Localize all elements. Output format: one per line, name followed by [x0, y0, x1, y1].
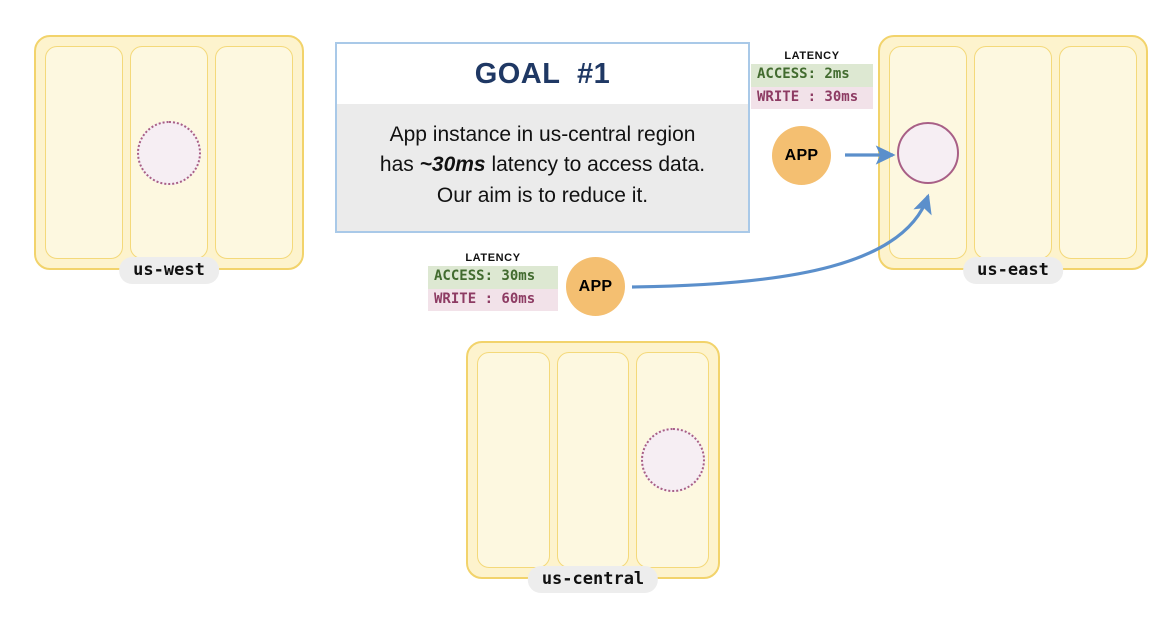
- zone-us-west-c: [215, 46, 293, 259]
- latency-access-row: ACCESS: 30ms: [428, 266, 558, 289]
- database-primary-us-east[interactable]: [897, 121, 959, 184]
- region-label-us-west: us-west: [119, 257, 219, 284]
- goal-latency-emphasis: ~30ms: [419, 153, 486, 177]
- region-label-us-east: us-east: [963, 257, 1063, 284]
- database-replica-us-central[interactable]: [640, 428, 705, 492]
- latency-access-row: ACCESS: 2ms: [751, 64, 873, 87]
- latency-write-row: WRITE : 30ms: [751, 86, 873, 109]
- goal-title: GOAL #1: [474, 58, 611, 90]
- goal-body-line-1: App instance in us-central region: [389, 123, 696, 146]
- database-replica-us-west[interactable]: [137, 120, 201, 185]
- zone-us-central-c: [636, 352, 710, 568]
- zone-us-west-a: [45, 46, 123, 259]
- goal-body: App instance in us-central region has ~3…: [337, 104, 748, 232]
- region-us-east[interactable]: us-east: [878, 35, 1148, 284]
- zone-us-east-c: [1059, 46, 1137, 259]
- zone-us-east-b: [974, 46, 1052, 259]
- goal-body-line-2: has ~30ms latency to access data.: [355, 150, 730, 180]
- goal-body-line-3: Our aim is to reduce it.: [436, 183, 649, 207]
- region-us-west[interactable]: us-west: [34, 35, 304, 284]
- app-node-us-east[interactable]: APP: [772, 126, 831, 185]
- goal-line2-suffix: latency to access data.: [485, 153, 706, 177]
- goal-line2-prefix: has: [379, 153, 420, 177]
- goal-callout: GOAL #1 App instance in us-central regio…: [335, 42, 750, 234]
- region-label-us-central: us-central: [527, 566, 659, 593]
- app-node-label: APP: [578, 277, 613, 295]
- latency-panel-us-central: LATENCY ACCESS: 30ms WRITE : 60ms: [428, 252, 558, 311]
- region-us-central[interactable]: us-central: [466, 341, 720, 593]
- app-node-us-central[interactable]: APP: [566, 257, 625, 316]
- latency-panel-us-east: LATENCY ACCESS: 2ms WRITE : 30ms: [751, 50, 873, 109]
- zone-us-central-a: [477, 352, 550, 568]
- goal-header: GOAL #1: [337, 44, 748, 104]
- latency-write-row: WRITE : 60ms: [428, 288, 558, 311]
- latency-panel-title: LATENCY: [784, 50, 840, 62]
- latency-panel-title: LATENCY: [465, 252, 521, 264]
- zone-us-west-b: [130, 46, 208, 259]
- zone-us-central-b: [556, 352, 630, 568]
- zone-us-east-a: [889, 46, 967, 259]
- app-node-label: APP: [784, 146, 819, 164]
